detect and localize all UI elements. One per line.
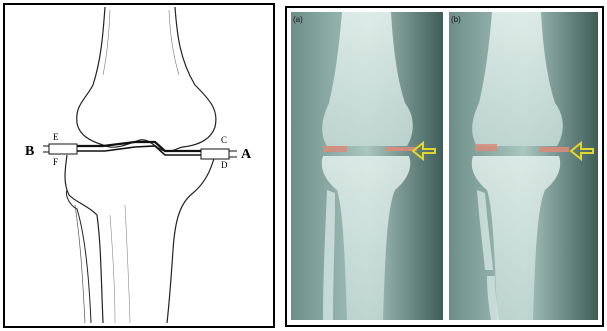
panel-a-label: (a) (293, 15, 303, 24)
label-f: F (53, 157, 58, 167)
label-a: A (241, 147, 252, 162)
knee-sketch: B E F C D A (5, 5, 273, 326)
panel-b-label: (b) (451, 15, 461, 24)
marker-right (201, 149, 229, 159)
tibia-outline-right (167, 155, 215, 323)
radiograph-images: (a) (b) (287, 8, 602, 325)
measure-marker-medial-b (475, 144, 497, 151)
marker-left (49, 144, 77, 154)
label-b: B (25, 144, 34, 159)
radiograph-b: (b) (449, 12, 598, 320)
measure-marker-lateral-b (539, 147, 569, 152)
radiograph-a: (a) (291, 12, 443, 320)
femur-outline-right (175, 7, 216, 147)
label-e: E (53, 132, 59, 142)
measure-marker-medial-a (323, 146, 347, 152)
femur-outline-left (77, 7, 105, 145)
label-d: D (221, 160, 228, 170)
label-c: C (221, 135, 227, 145)
knee-sketch-panel: B E F C D A (3, 3, 275, 328)
radiograph-panel: (a) (b) (285, 6, 604, 327)
fibula-outline (66, 190, 91, 323)
